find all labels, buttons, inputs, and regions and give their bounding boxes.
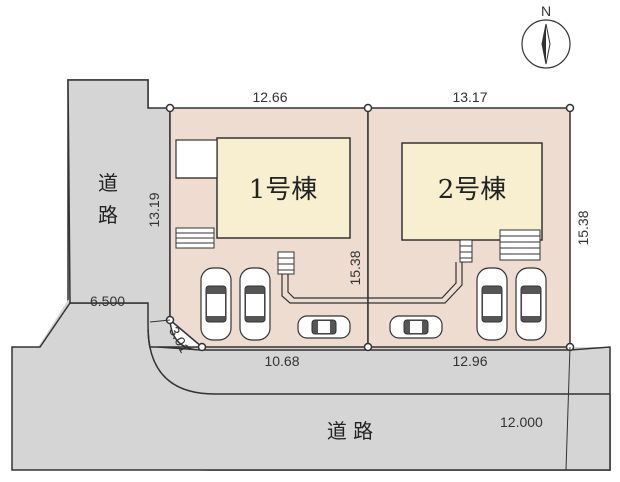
dim-lot2-top: 13.17 xyxy=(452,89,487,105)
building-2 xyxy=(401,142,543,241)
west-road-label-char2: 路 xyxy=(98,203,118,227)
parked-car-icon xyxy=(515,267,547,341)
survey-point xyxy=(165,103,175,113)
dim-lot1-right: 15.38 xyxy=(347,250,363,285)
survey-point xyxy=(565,103,575,113)
stairs xyxy=(175,227,541,275)
stairs-2 xyxy=(499,229,541,261)
car-roof xyxy=(246,294,264,316)
compass-label: N xyxy=(541,3,551,19)
dim-lot1-left: 13.19 xyxy=(146,192,162,227)
car-roof xyxy=(483,294,501,316)
building-1 xyxy=(216,137,351,239)
survey-point xyxy=(197,342,207,352)
compass-needle-half xyxy=(542,24,546,64)
parking-cars xyxy=(200,267,547,341)
dim-lot1-bottom: 10.68 xyxy=(264,353,299,369)
dim-lot2-right: 15.38 xyxy=(575,210,591,245)
survey-point xyxy=(363,342,373,352)
dim-west-road-width: 6.500 xyxy=(90,293,125,309)
road-labels: 道 路 道 路 xyxy=(98,171,373,443)
parked-car-icon xyxy=(200,267,232,341)
dim-south-road-width: 12.000 xyxy=(500,414,543,430)
stairs-3 xyxy=(277,251,295,275)
corner-leader xyxy=(149,319,171,323)
stairs-4 xyxy=(459,239,473,263)
dimension-lines xyxy=(149,319,571,471)
walkway xyxy=(281,262,463,304)
car-roof xyxy=(522,294,540,316)
buildings: 1号棟 2号棟 xyxy=(175,137,543,241)
curb-line xyxy=(147,329,610,395)
dim-lot2-bottom: 12.96 xyxy=(452,353,487,369)
parked-car-icon xyxy=(239,267,271,341)
car-roof xyxy=(410,321,422,333)
parked-car-icon xyxy=(389,315,443,339)
building-2-label: 2号棟 xyxy=(438,175,507,205)
car-roof xyxy=(318,321,330,333)
garage-box-1 xyxy=(175,139,218,179)
building-1-label: 1号棟 xyxy=(249,175,318,205)
car-roof xyxy=(207,294,225,316)
dim-lot1-top: 12.66 xyxy=(252,89,287,105)
parked-car-icon xyxy=(476,267,508,341)
south-road-label: 道 路 xyxy=(327,419,373,443)
north-compass: N xyxy=(521,3,571,69)
survey-point xyxy=(363,103,373,113)
road-width-leader xyxy=(565,346,571,471)
parked-car-icon xyxy=(297,315,351,339)
west-road-label-char1: 道 xyxy=(98,171,118,195)
